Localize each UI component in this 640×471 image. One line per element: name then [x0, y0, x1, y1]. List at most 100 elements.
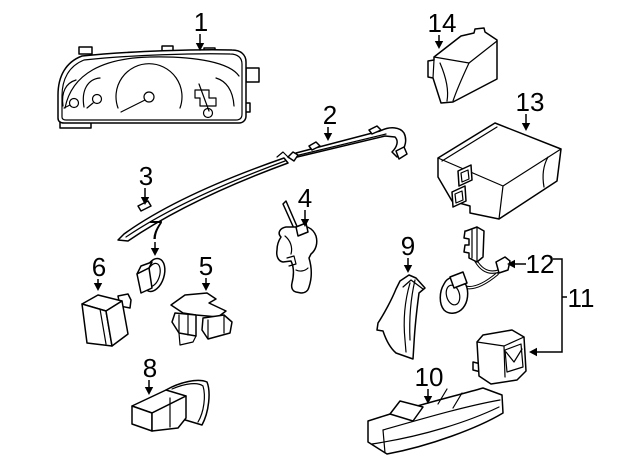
part-mounting-bracket[interactable]: [170, 292, 233, 346]
callout-label[interactable]: 12: [526, 249, 555, 279]
fuel-gauge-arc: [215, 77, 235, 107]
side-crease: [439, 62, 449, 102]
part-curved-pad[interactable]: [367, 387, 504, 455]
callout-4[interactable]: 4: [298, 183, 312, 227]
outline: [367, 387, 504, 455]
curve-line: [403, 282, 411, 353]
left-tip: [287, 151, 299, 162]
arrowhead: [300, 219, 310, 227]
part-upper-trim-strip[interactable]: [287, 125, 408, 162]
arrowhead: [150, 248, 160, 256]
connector-hole-inner: [454, 190, 464, 204]
callout-7[interactable]: 7: [149, 215, 163, 256]
stem: [136, 267, 153, 294]
part-buckle-sensor[interactable]: [276, 200, 318, 294]
gauge-arc: [82, 77, 101, 108]
part-sensor-box[interactable]: [81, 293, 132, 347]
ring-hole: [445, 284, 461, 306]
callout-label[interactable]: 1: [194, 7, 208, 37]
callout-9[interactable]: 9: [401, 231, 415, 273]
fuel-icon-line: [198, 83, 210, 112]
callout-label[interactable]: 9: [401, 231, 415, 261]
part-grommet[interactable]: [136, 256, 169, 295]
callout-label[interactable]: 5: [199, 251, 213, 281]
outline: [427, 27, 498, 104]
wire-highlight: [475, 260, 500, 273]
arrowhead: [507, 259, 515, 269]
end-notch: [276, 151, 290, 159]
end-curve: [542, 156, 549, 188]
end-foot: [395, 146, 408, 160]
arrowhead: [144, 387, 154, 395]
chevron-mark: [505, 348, 523, 363]
stub-connector: [495, 256, 511, 274]
part-instrument-cluster[interactable]: [57, 45, 260, 129]
detail-line: [284, 235, 293, 255]
callout-label[interactable]: 14: [428, 8, 457, 38]
callout-label[interactable]: 6: [92, 252, 106, 282]
ridge: [389, 400, 424, 422]
callout-label[interactable]: 11: [568, 283, 595, 313]
right-boss: [201, 314, 233, 340]
callout-label[interactable]: 7: [149, 215, 163, 245]
callout-label[interactable]: 8: [143, 353, 157, 383]
speedometer-needle: [120, 99, 146, 113]
callout-5[interactable]: 5: [199, 251, 213, 291]
fuel-icon-lamp: [202, 107, 214, 119]
callout-label[interactable]: 4: [298, 183, 312, 213]
callout-3[interactable]: 3: [139, 161, 153, 205]
arrowhead: [434, 41, 444, 49]
part-curved-trim-strip[interactable]: [117, 151, 290, 242]
flap: [165, 379, 210, 426]
connector-hole-inner: [460, 169, 470, 183]
arrowhead: [201, 283, 211, 291]
front-edge: [498, 185, 504, 220]
callout-10[interactable]: 10: [415, 362, 444, 404]
callout-2[interactable]: 2: [323, 100, 337, 141]
front-edge: [503, 345, 506, 378]
gauge-hub: [68, 97, 80, 109]
fuel-icon: [194, 89, 217, 107]
front-top-edge: [382, 399, 501, 431]
part-control-module[interactable]: [472, 329, 527, 385]
callout-label[interactable]: 13: [516, 87, 545, 117]
part-module-box[interactable]: [427, 27, 498, 104]
gauge-arc: [61, 79, 77, 107]
callout-6[interactable]: 6: [92, 252, 106, 291]
callout-8[interactable]: 8: [143, 353, 157, 395]
outline: [117, 157, 289, 242]
callout-14[interactable]: 14: [428, 8, 457, 49]
top-connector: [463, 226, 485, 263]
arrowhead: [403, 265, 413, 273]
callout-11[interactable]: 11: [529, 258, 595, 357]
bracket-line: [537, 258, 563, 353]
clip: [308, 141, 321, 151]
callout-1[interactable]: 1: [194, 7, 208, 51]
seam-line: [99, 308, 107, 345]
part-wire-harness[interactable]: [439, 226, 511, 314]
bezel-sweep: [64, 56, 240, 109]
callout-13[interactable]: 13: [516, 87, 545, 131]
left-boss: [171, 312, 197, 337]
edge-line: [294, 133, 387, 157]
part-control-unit[interactable]: [437, 122, 562, 220]
arrowhead: [529, 347, 537, 357]
callout-label[interactable]: 3: [139, 161, 153, 191]
ridge-line: [452, 392, 463, 409]
arrowhead: [323, 133, 333, 141]
outline: [376, 274, 426, 360]
part-pillar-trim[interactable]: [376, 274, 426, 360]
body: [276, 225, 318, 294]
callout-12[interactable]: 12: [507, 249, 554, 279]
curve-line: [409, 279, 416, 341]
callout-label[interactable]: 2: [323, 100, 337, 130]
arrowhead: [93, 283, 103, 291]
arrowhead: [140, 197, 150, 205]
arrowhead: [423, 396, 433, 404]
part-duct-bracket[interactable]: [131, 379, 210, 432]
callout-label[interactable]: 10: [415, 362, 444, 392]
gauge-hub: [91, 93, 103, 105]
speedometer-hub: [143, 91, 155, 103]
